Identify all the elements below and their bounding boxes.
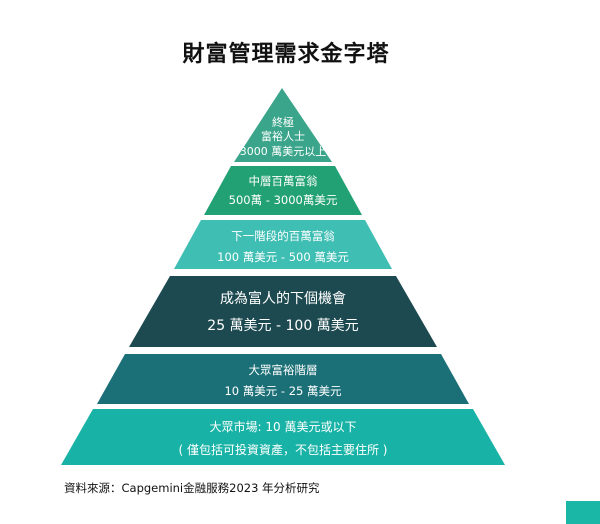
tier-1-line-2: 富裕人士 bbox=[261, 129, 305, 143]
tier-2-shape bbox=[204, 166, 362, 215]
tier-2-line-1: 中層百萬富翁 bbox=[249, 174, 318, 188]
source-note: 資料來源：Capgemini金融服務2023 年分析研究 bbox=[64, 481, 320, 495]
tier-2-line-2: 500萬 - 3000萬美元 bbox=[229, 193, 338, 207]
tier-6-line-1: 大眾市場: 10 萬美元或以下 bbox=[210, 419, 357, 434]
tier-4-line-1: 成為富人的下個機會 bbox=[220, 290, 346, 307]
tier-3-line-1: 下一階段的百萬富翁 bbox=[231, 229, 335, 243]
tier-1-line-1: 終極 bbox=[272, 115, 294, 129]
tier-5-line-1: 大眾富裕階層 bbox=[249, 363, 318, 377]
tier-3-shape bbox=[174, 220, 392, 269]
tier-5-shape bbox=[97, 354, 469, 404]
page-title: 財富管理需求金字塔 bbox=[182, 42, 390, 67]
tier-1-shape bbox=[234, 88, 332, 162]
corner-accent bbox=[566, 501, 600, 524]
tier-6-line-2: ( 僅包括可投資資產，不包括主要住所 ) bbox=[179, 442, 388, 457]
tier-3-line-2: 100 萬美元 - 500 萬美元 bbox=[217, 250, 349, 264]
tier-1-line-3: 3000 萬美元以上 bbox=[240, 145, 327, 158]
tier-5-line-2: 10 萬美元 - 25 萬美元 bbox=[224, 384, 342, 398]
tier-6-shape bbox=[61, 409, 505, 465]
tier-4-shape bbox=[129, 276, 437, 347]
tier-4-line-2: 25 萬美元 - 100 萬美元 bbox=[207, 318, 358, 334]
